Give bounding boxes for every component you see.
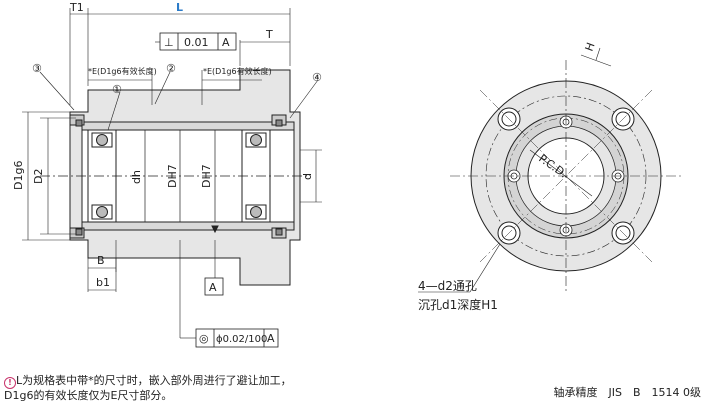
datum-a-label: A bbox=[209, 281, 217, 294]
perp-symbol: ⊥ bbox=[164, 36, 174, 49]
holes-label: 4—d2通孔 bbox=[418, 279, 477, 293]
e-left-label: *E(D1g6有效长度) bbox=[88, 66, 157, 76]
pcd-circle bbox=[485, 95, 647, 257]
callout-2: ② bbox=[166, 62, 176, 75]
b1-label: b1 bbox=[96, 276, 110, 289]
dh7-label-a: DH7 bbox=[166, 164, 179, 188]
d2-label: D2 bbox=[32, 169, 45, 184]
front-view bbox=[418, 47, 682, 293]
dh7-label-b: DH7 bbox=[200, 164, 213, 188]
d-label: d bbox=[301, 173, 314, 180]
perp-value: 0.01 bbox=[184, 36, 209, 49]
bearing-accuracy: 轴承精度 JIS B 1514 0级 bbox=[553, 386, 701, 399]
t1-label: T1 bbox=[69, 1, 84, 14]
perp-ref: A bbox=[222, 36, 230, 49]
l-label: L bbox=[176, 1, 183, 14]
datum-a-box: A bbox=[204, 277, 224, 296]
coaxiality-frame: ◎ ϕ0.02/100 A bbox=[195, 328, 279, 348]
b-label: B bbox=[97, 254, 105, 267]
note-line-1: L为规格表中带*的尺寸时，嵌入部外周进行了避让加工， bbox=[16, 374, 292, 387]
warning-circle-icon: ! bbox=[4, 377, 16, 389]
coax-value: ϕ0.02/100 bbox=[216, 334, 267, 345]
d1g6-label: D1g6 bbox=[12, 161, 25, 190]
callout-4: ④ bbox=[312, 71, 322, 84]
callout-1: ① bbox=[112, 83, 122, 96]
t-label: T bbox=[265, 28, 273, 41]
coax-ref: A bbox=[267, 332, 275, 345]
callout-3: ③ bbox=[32, 62, 42, 75]
h-label: H bbox=[583, 41, 598, 53]
perpendicularity-frame: ⊥ 0.01 A bbox=[159, 32, 237, 51]
side-view bbox=[22, 8, 322, 339]
coax-symbol: ◎ bbox=[199, 332, 209, 345]
counterbore-label: 沉孔d1深度H1 bbox=[418, 297, 498, 312]
e-right-label: *E(D1g6有效长度) bbox=[203, 66, 272, 76]
dh-label: dh bbox=[130, 170, 143, 184]
note-line-2: D1g6的有效长度仅为E尺寸部分。 bbox=[4, 389, 173, 402]
note: !L为规格表中带*的尺寸时，嵌入部外周进行了避让加工， D1g6的有效长度仅为E… bbox=[4, 374, 292, 403]
